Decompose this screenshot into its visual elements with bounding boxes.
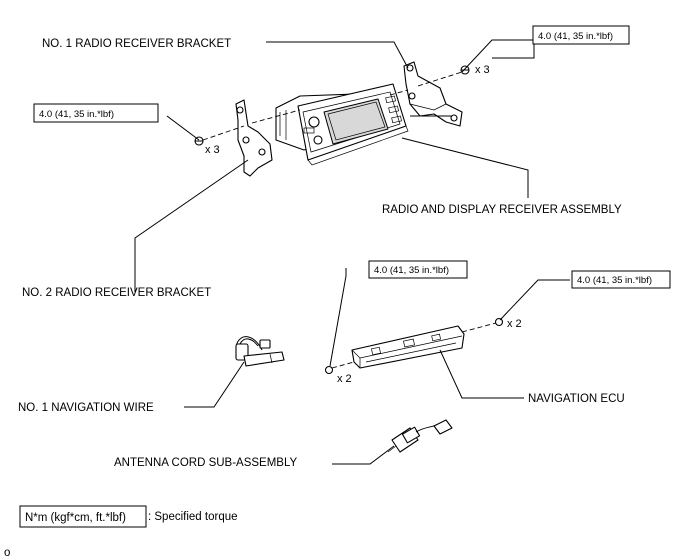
no1-radio-receiver-bracket bbox=[403, 61, 463, 127]
quantity-left: x 3 bbox=[205, 144, 220, 156]
antenna-cord-sub-assembly bbox=[387, 419, 453, 453]
quantity-ecu-right: x 2 bbox=[507, 318, 522, 330]
navigation-ecu bbox=[351, 325, 465, 369]
legend-description: : Specified torque bbox=[148, 511, 238, 523]
quantity-top-right: x 3 bbox=[475, 64, 490, 76]
quantity-ecu-left: x 2 bbox=[337, 373, 352, 385]
label-no2-radio-receiver-bracket: NO. 2 RADIO RECEIVER BRACKET bbox=[22, 287, 211, 299]
torque-box-ecu-left: 4.0 (41, 35 in.*lbf) bbox=[368, 260, 468, 279]
label-navigation-ecu: NAVIGATION ECU bbox=[528, 393, 625, 405]
ecu-alignment-lines bbox=[331, 322, 497, 369]
leader-lines bbox=[134, 34, 570, 465]
torque-value-text: 4.0 (41, 35 in.*lbf) bbox=[374, 265, 449, 276]
no1-navigation-wire bbox=[235, 336, 285, 367]
assembly-alignment-lines bbox=[202, 71, 463, 141]
torque-box-top-right: 4.0 (41, 35 in.*lbf) bbox=[532, 25, 630, 45]
radio-display-receiver-assembly bbox=[275, 83, 409, 166]
label-radio-display-receiver-assembly: RADIO AND DISPLAY RECEIVER ASSEMBLY bbox=[382, 204, 622, 216]
bolt-ecu-right bbox=[494, 317, 504, 327]
torque-box-ecu-right: 4.0 (41, 35 in.*lbf) bbox=[571, 270, 671, 289]
legend-box-text: N*m (kgf*cm, ft.*lbf) bbox=[25, 512, 126, 524]
label-no1-radio-receiver-bracket: NO. 1 RADIO RECEIVER BRACKET bbox=[42, 38, 231, 50]
label-no1-navigation-wire: NO. 1 NAVIGATION WIRE bbox=[18, 402, 154, 414]
torque-legend: N*m (kgf*cm, ft.*lbf) : Specified torque bbox=[19, 505, 238, 528]
corner-mark: o bbox=[4, 547, 10, 559]
no2-radio-receiver-bracket bbox=[235, 99, 273, 177]
torque-box-left: 4.0 (41, 35 in.*lbf) bbox=[33, 103, 159, 123]
bolt-ecu-left bbox=[324, 365, 334, 375]
torque-value-text: 4.0 (41, 35 in.*lbf) bbox=[538, 31, 613, 42]
bolt-top-right bbox=[460, 65, 470, 75]
torque-value-text: 4.0 (41, 35 in.*lbf) bbox=[577, 275, 652, 286]
torque-value-text: 4.0 (41, 35 in.*lbf) bbox=[39, 109, 114, 120]
label-antenna-cord-sub-assembly: ANTENNA CORD SUB-ASSEMBLY bbox=[114, 457, 298, 469]
